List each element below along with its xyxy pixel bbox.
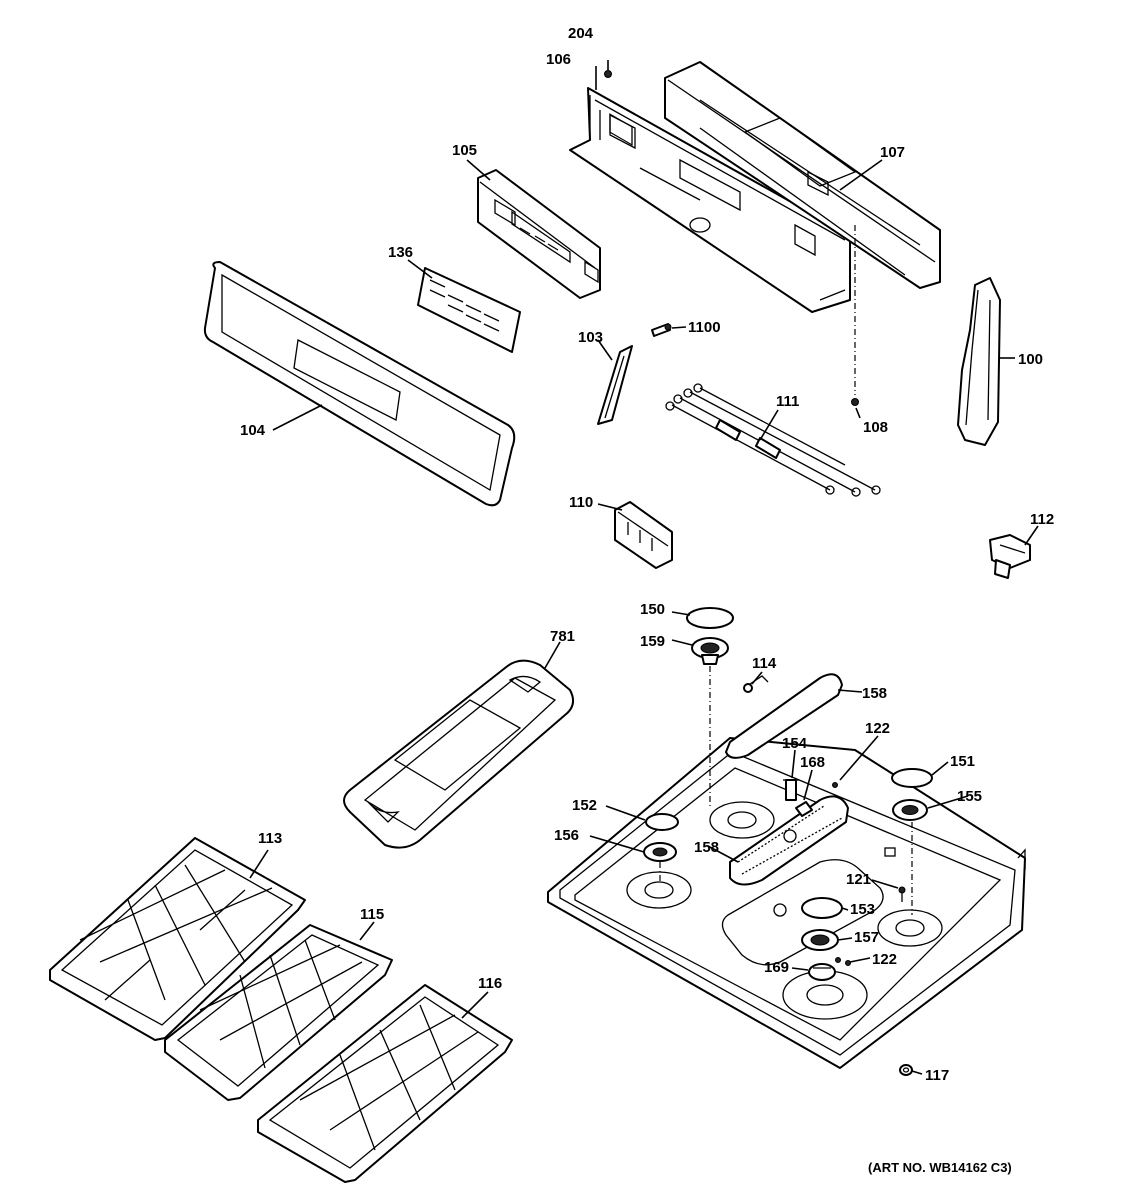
callout-122: 122 [865,720,890,737]
part-100-end-cap [957,277,1001,446]
callout-169: 169 [764,959,789,976]
part-112-valve [989,534,1031,579]
callout-121: 121 [846,871,871,888]
callout-114: 114 [752,655,777,672]
part-117-foot [899,1064,913,1076]
part-204-screw [604,60,612,78]
callout-156: 156 [554,827,579,844]
part-104-control-panel [203,261,516,507]
callout-154: 154 [782,735,808,752]
part-105-control-board [477,169,601,299]
callout-157: 157 [854,929,879,946]
part-156-head [643,842,677,862]
callout-158: 158 [862,685,887,702]
part-157-head [801,929,839,951]
part-111-wire-harness [665,383,881,497]
callout-158-burner: 158 [694,839,719,856]
callout-116: 116 [478,975,502,992]
part-158-burner [729,795,849,886]
part-113-grate [49,837,306,1041]
callout-1100: 1100 [688,319,721,336]
part-115-grate [164,924,393,1101]
part-169-head [808,963,836,981]
callout-106: 106 [546,51,571,68]
callout-104: 104 [240,422,266,439]
callout-100: 100 [1018,351,1043,368]
part-108-screw [851,225,859,406]
callout-155: 155 [957,788,982,805]
callout-159: 159 [640,633,665,650]
part-168-fitting [795,801,813,817]
callout-112: 112 [1030,511,1054,528]
part-153-cap [801,897,843,919]
part-158-cover [725,673,843,759]
part-121-screw [898,886,906,902]
part-155-head [892,799,928,821]
part-150-cap [686,607,734,629]
callout-122-lower: 122 [872,951,897,968]
callout-107: 107 [880,144,905,161]
part-110-terminal-block [614,501,673,569]
part-122-screw [845,960,851,966]
art-number: (ART NO. WB14162 C3) [868,1160,1012,1175]
callout-105: 105 [452,142,477,159]
callout-110: 110 [569,494,593,511]
callout-108: 108 [863,419,888,436]
callout-117: 117 [925,1067,949,1084]
callout-153: 153 [850,901,875,918]
part-103-bracket [597,345,633,425]
callout-204: 204 [568,25,594,42]
part-116-grate [257,984,513,1183]
callout-781: 781 [550,628,575,645]
callout-115: 115 [360,906,384,923]
leader-lines [249,66,1039,1075]
part-781-griddle [343,659,575,849]
part-136-membrane [417,267,521,353]
part-122-screw [835,957,841,963]
callout-labels: 204 106 107 105 136 104 103 1100 100 111… [240,25,1054,1175]
callout-151: 151 [950,753,975,770]
part-152-cap [645,813,679,831]
callout-111: 111 [776,393,799,410]
part-1100-screw [651,323,672,337]
part-159-head [691,637,729,665]
part-122-screw [832,782,838,788]
callout-168: 168 [800,754,825,771]
callout-136: 136 [388,244,413,261]
part-154-orifice [783,779,799,801]
callout-103: 103 [578,329,603,346]
callout-113: 113 [258,830,282,847]
part-151-cap [891,768,933,788]
callout-150: 150 [640,601,665,618]
callout-152: 152 [572,797,597,814]
part-107-shroud [664,61,941,289]
